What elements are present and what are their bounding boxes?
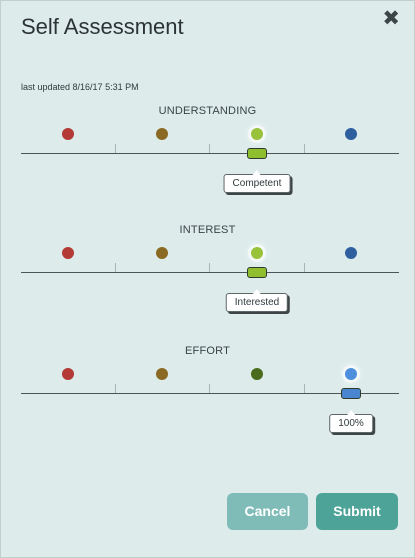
last-updated-text: last updated 8/16/17 5:31 PM <box>21 82 139 92</box>
level-dot-3[interactable] <box>251 247 263 259</box>
section-label: UNDERSTANDING <box>158 105 257 117</box>
slider-tick <box>115 263 116 272</box>
slider-tick <box>209 384 210 393</box>
close-icon[interactable]: ✖ <box>382 7 400 30</box>
level-dot-4[interactable] <box>345 368 357 380</box>
slider-tick <box>115 144 116 153</box>
slider-track[interactable] <box>21 153 399 154</box>
level-dot-2[interactable] <box>156 368 168 380</box>
slider-handle[interactable] <box>247 148 267 159</box>
slider-tick <box>304 384 305 393</box>
slider-tick <box>304 263 305 272</box>
slider-tick <box>115 384 116 393</box>
level-dot-1[interactable] <box>62 368 74 380</box>
section-label: INTEREST <box>179 224 236 236</box>
slider-track[interactable] <box>21 272 399 273</box>
dialog-title: Self Assessment <box>21 14 184 39</box>
section-label: EFFORT <box>185 345 230 357</box>
slider-handle[interactable] <box>247 267 267 278</box>
slider-track[interactable] <box>21 393 399 394</box>
slider-handle[interactable] <box>341 388 361 399</box>
slider-tick <box>304 144 305 153</box>
level-dot-2[interactable] <box>156 247 168 259</box>
level-dot-1[interactable] <box>62 128 74 140</box>
submit-button[interactable]: Submit <box>316 493 398 530</box>
value-tooltip: Competent <box>223 170 291 193</box>
assessment-effort: EFFORT 100% <box>1 345 414 455</box>
level-dot-4[interactable] <box>345 247 357 259</box>
level-dot-1[interactable] <box>62 247 74 259</box>
assessment-understanding: UNDERSTANDING Competent <box>1 105 414 215</box>
slider-tick <box>209 263 210 272</box>
level-dot-3[interactable] <box>251 368 263 380</box>
level-dot-4[interactable] <box>345 128 357 140</box>
level-dot-2[interactable] <box>156 128 168 140</box>
value-tooltip: 100% <box>329 410 373 433</box>
level-dot-3[interactable] <box>251 128 263 140</box>
value-tooltip: Interested <box>225 289 289 312</box>
assessment-interest: INTEREST Interested <box>1 224 414 334</box>
slider-tick <box>209 144 210 153</box>
cancel-button[interactable]: Cancel <box>227 493 308 530</box>
